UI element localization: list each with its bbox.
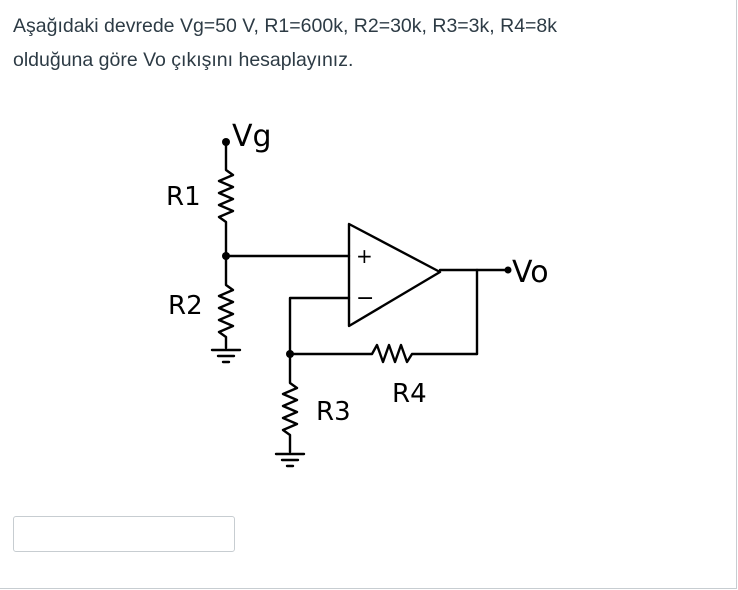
wire-minus-feedback <box>288 296 351 356</box>
r1-label: R1 <box>166 182 201 212</box>
r1-resistor <box>217 140 235 258</box>
wire-output <box>438 268 479 356</box>
r4-resistor <box>288 343 479 364</box>
plus-input-label: + <box>356 244 373 268</box>
r3-resistor <box>281 352 299 454</box>
circuit-diagram: + − Vg R1 R2 R3 R4 Vo <box>166 119 549 468</box>
op-amp <box>347 222 442 328</box>
r4-label: R4 <box>392 379 427 409</box>
vg-label: Vg <box>232 119 272 154</box>
r2-label: R2 <box>168 291 203 321</box>
minus-input-label: − <box>356 286 374 311</box>
question-text: Aşağıdaki devrede Vg=50 V, R1=600k, R2=3… <box>13 9 713 77</box>
ground-symbol-r3 <box>274 452 306 468</box>
r2-resistor <box>217 254 235 350</box>
answer-input[interactable] <box>13 516 235 552</box>
vo-terminal <box>504 266 512 274</box>
question-line-1: Aşağıdaki devrede Vg=50 V, R1=600k, R2=3… <box>13 15 558 37</box>
r3-label: R3 <box>316 397 351 427</box>
vo-label: Vo <box>512 255 549 290</box>
ground-symbol-r2 <box>210 348 242 364</box>
question-line-2: olduğuna göre Vo çıkışını hesaplayınız. <box>13 49 354 71</box>
